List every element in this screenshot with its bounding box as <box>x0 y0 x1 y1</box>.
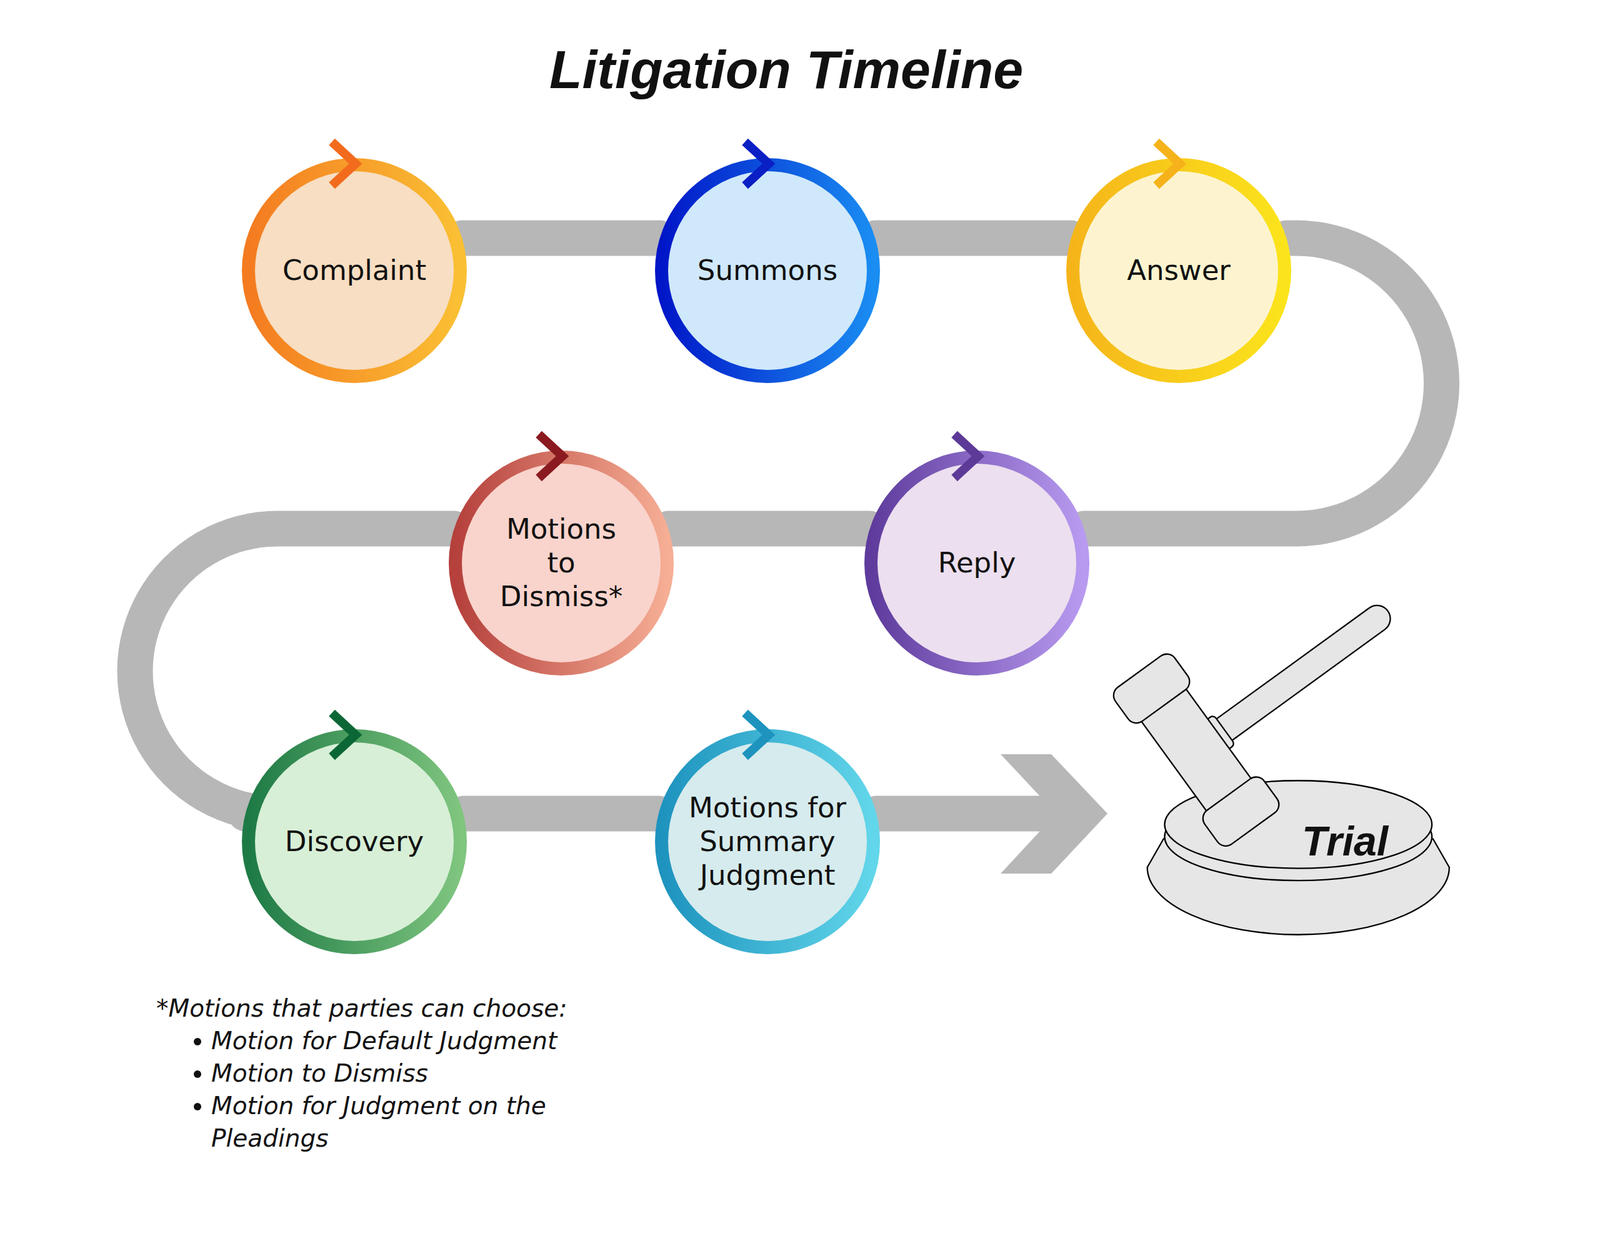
arrow-chevron <box>1000 754 1108 874</box>
gavel-illustration <box>1107 590 1455 937</box>
node-label: Summons <box>676 253 859 288</box>
step-circle: Motions to Dismiss* <box>448 450 674 676</box>
node-label: Motions to Dismiss* <box>495 512 627 614</box>
step-circle: Reply <box>864 450 1090 676</box>
bullet-dot <box>193 1038 202 1046</box>
node-label: Complaint <box>263 253 445 288</box>
node-label: Motions for Summary Judgment <box>683 791 852 893</box>
node-label: Discovery <box>263 825 445 859</box>
node-label: Reply <box>886 546 1068 580</box>
cycle-arrowhead <box>745 713 769 757</box>
diagram-title: Litigation Timeline <box>0 38 1573 101</box>
band-path <box>668 511 870 547</box>
circle-ring <box>248 165 461 377</box>
cycle-arrowhead <box>331 713 356 757</box>
footnote-line: *Motions that parties can choose: <box>156 992 719 1025</box>
cycle-arrowhead <box>538 434 563 479</box>
footnote-item: Motion to Dismiss <box>211 1057 429 1090</box>
circle-ring <box>661 165 874 377</box>
bullet-dot <box>156 1057 212 1090</box>
node-label: Answer <box>1088 253 1270 288</box>
circle-ring <box>248 736 461 949</box>
gavel-node: Trial <box>1107 590 1455 937</box>
step-circle: Summons <box>655 158 880 384</box>
cycle-arrowhead <box>745 141 769 186</box>
bullet-dot <box>156 1025 212 1058</box>
timeline-band <box>876 754 1108 874</box>
step-circle: Complaint <box>241 158 467 384</box>
cycle-arrowhead <box>954 434 979 479</box>
timeline-band <box>463 813 659 815</box>
cycle-arrowhead <box>331 141 356 186</box>
footnote-line: Motion to Dismiss <box>156 1057 719 1090</box>
cycle-arrowhead <box>1156 141 1180 186</box>
timeline-band <box>875 238 1071 239</box>
footnote-heading: *Motions that parties can choose: <box>156 992 719 1025</box>
band-path <box>463 796 659 832</box>
footnote-item: Motion for Default Judgment <box>211 1025 557 1058</box>
timeline-band <box>668 528 870 530</box>
circle-ring <box>661 736 874 949</box>
gavel-cap <box>1198 773 1283 850</box>
circle-ring <box>871 457 1084 670</box>
step-circle: Discovery <box>241 729 467 955</box>
footnote-line: Motion for Judgment on the Pleadings <box>156 1090 719 1155</box>
node-label: Trial <box>1301 818 1389 865</box>
bullet-dot <box>193 1070 202 1079</box>
circle-ring <box>1073 165 1285 377</box>
footnote-line: Motion for Default Judgment <box>156 1025 719 1058</box>
timeline-band <box>461 238 660 239</box>
band-path <box>876 796 1049 832</box>
footnote-item: Motion for Judgment on the Pleadings <box>211 1090 612 1155</box>
step-circle: Answer <box>1066 158 1292 384</box>
step-circle: Motions for Summary Judgment <box>655 729 880 955</box>
gavel-handle <box>1205 600 1396 750</box>
band-path <box>461 220 660 257</box>
circle-ring <box>455 457 668 670</box>
band-path <box>875 220 1071 257</box>
bullet-dot <box>193 1103 202 1111</box>
footnote: *Motions that parties can choose:Motion … <box>156 992 719 1155</box>
gavel-cap <box>1109 650 1194 727</box>
bullet-dot <box>156 1090 212 1123</box>
